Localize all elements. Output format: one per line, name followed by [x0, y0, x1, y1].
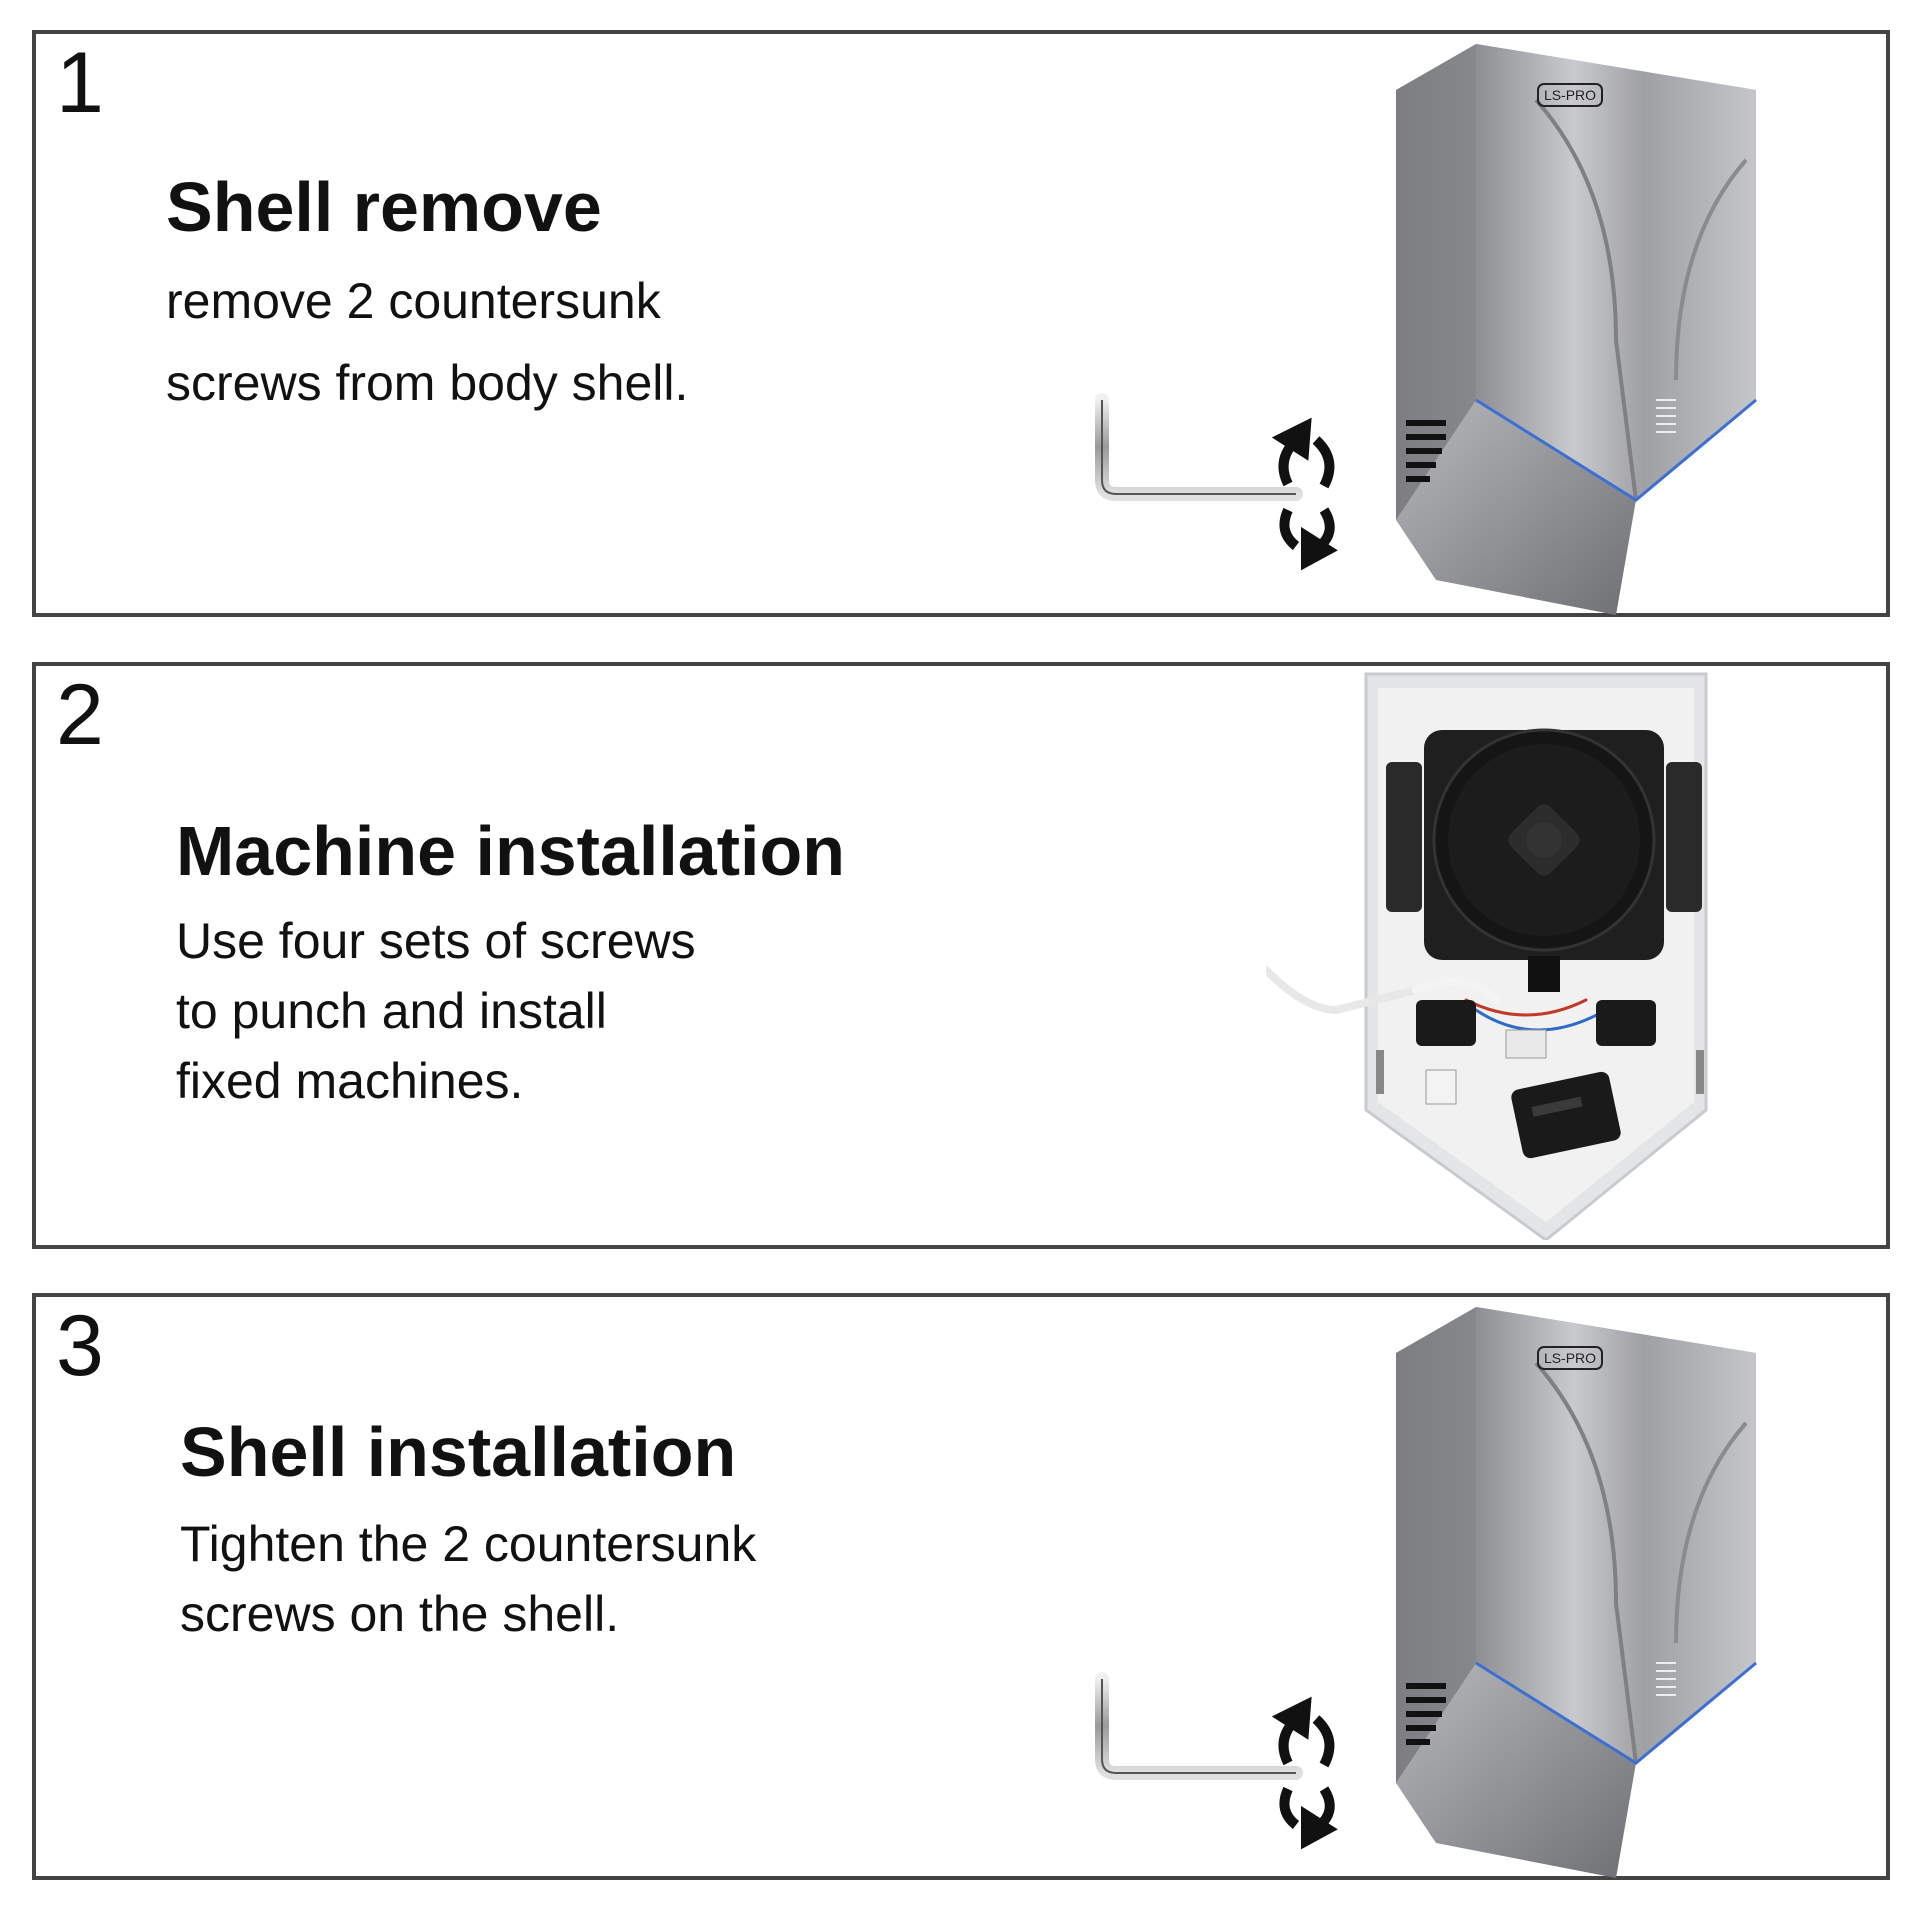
step-description: Tighten the 2 countersunk screws on the … — [180, 1516, 757, 1642]
brand-logo: LS-PRO — [1537, 83, 1603, 107]
step-3-panel: 3 Shell installation Tighten the 2 count… — [32, 1293, 1890, 1880]
hand-dryer-illustration: LS-PRO — [1095, 44, 1757, 615]
step-title: Machine installation — [176, 812, 845, 890]
open-dryer-illustration — [1266, 672, 1708, 1240]
motor-unit — [1386, 728, 1702, 992]
brand-logo: LS-PRO — [1537, 1346, 1603, 1370]
dryer-shell — [1396, 44, 1757, 615]
rotate-arrow-icon — [1271, 417, 1338, 571]
step-title: Shell installation — [180, 1413, 737, 1491]
step-title: Shell remove — [166, 168, 602, 246]
rotate-arrow-icon — [1271, 1696, 1338, 1850]
svg-text:LS-PRO: LS-PRO — [1544, 1350, 1596, 1366]
svg-text:LS-PRO: LS-PRO — [1544, 87, 1596, 103]
dryer-shell — [1396, 1307, 1757, 1878]
step-number: 2 — [56, 667, 104, 763]
step-2-panel: 2 Machine installation Use four sets of … — [32, 662, 1890, 1249]
hex-key-icon — [1095, 1672, 1303, 1780]
hex-key-icon — [1095, 393, 1303, 501]
step-1-panel: 1 Shell remove remove 2 countersunk scre… — [32, 30, 1890, 617]
step-number: 3 — [56, 1298, 104, 1394]
step-number: 1 — [56, 35, 104, 131]
step-description: remove 2 countersunk screws from body sh… — [166, 273, 689, 411]
hand-dryer-illustration: LS-PRO — [1095, 1307, 1757, 1878]
step-description: Use four sets of screws to punch and ins… — [176, 913, 696, 1109]
electronics — [1416, 1000, 1656, 1159]
